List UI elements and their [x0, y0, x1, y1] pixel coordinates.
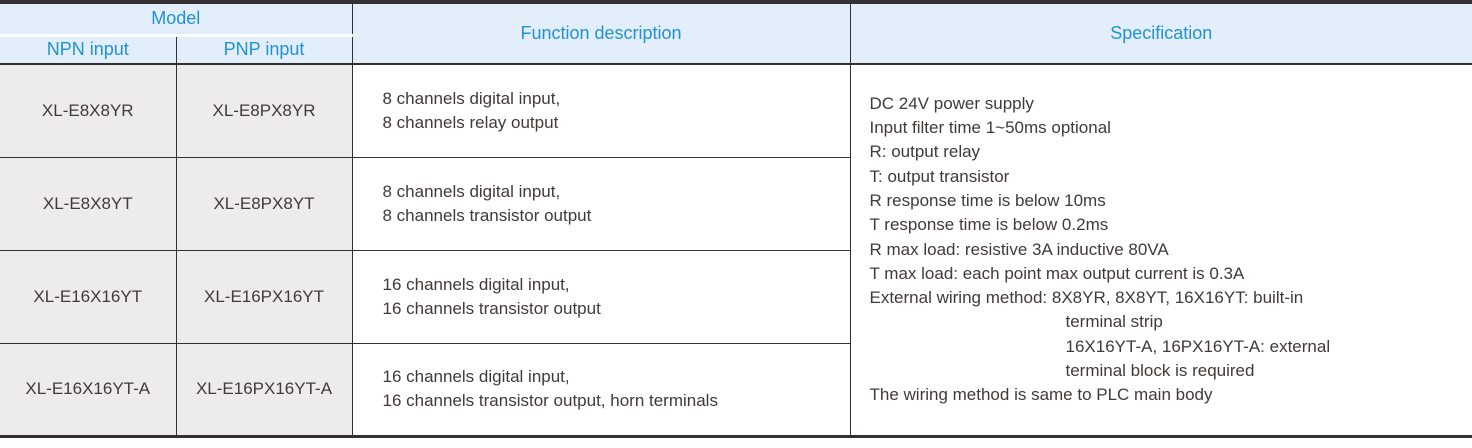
column-header-model: Model — [0, 2, 352, 37]
table-row: XL-E16X16YT-A XL-E16PX16YT-A 16 channels… — [0, 342, 1472, 436]
spec-line: T response time is below 0.2ms — [869, 215, 1109, 235]
product-spec-table: Model Function description Specification… — [0, 0, 1472, 438]
spec-line: R response time is below 10ms — [869, 191, 1106, 210]
model-npn-cell: XL-E16X16YT — [0, 249, 176, 343]
spec-line: T: output transistor — [869, 166, 1010, 186]
model-pnp-cell: XL-E16PX16YT-A — [175, 342, 352, 436]
function-description-cell: 16 channels digital input, 16 channels t… — [351, 249, 850, 343]
column-header-function-description: Function description — [351, 2, 850, 65]
function-description-cell: 8 channels digital input, 8 channels rel… — [351, 63, 850, 157]
model-npn-cell: XL-E8X8YT — [0, 156, 176, 250]
spec-line: terminal strip — [1065, 312, 1163, 332]
spec-line: R max load: resistive 3A inductive 80VA — [869, 239, 1169, 259]
table-row: XL-E16X16YT XL-E16PX16YT 16 channels dig… — [0, 249, 1472, 343]
table-header: Model Function description Specification… — [0, 2, 1472, 65]
function-description-cell: 8 channels digital input, 8 channels tra… — [351, 156, 850, 250]
table-row: XL-E8X8YT XL-E8PX8YT 8 channels digital … — [0, 156, 1472, 250]
spec-line: R: output relay — [869, 142, 981, 162]
model-pnp-cell: XL-E8PX8YR — [175, 63, 352, 157]
column-header-npn-input: NPN input — [0, 35, 176, 65]
model-pnp-cell: XL-E8PX8YT — [175, 156, 352, 250]
spec-line: DC 24V power supply — [869, 93, 1034, 113]
model-npn-cell: XL-E16X16YT-A — [0, 342, 176, 436]
model-pnp-cell: XL-E16PX16YT — [175, 249, 352, 343]
column-header-specification: Specification — [849, 2, 1472, 65]
spec-line: External wiring method: 8X8YR, 8X8YT, 16… — [869, 288, 1304, 308]
spec-line: Input filter time 1~50ms optional — [869, 118, 1111, 138]
model-npn-cell: XL-E8X8YR — [0, 63, 176, 157]
spec-line: 16X16YT-A, 16PX16YT-A: external — [1065, 336, 1331, 356]
column-header-pnp-input: PNP input — [175, 35, 352, 65]
function-description-cell: 16 channels digital input, 16 channels t… — [351, 342, 850, 436]
spec-line: terminal block is required — [1065, 361, 1255, 381]
spec-line: T max load: each point max output curren… — [869, 263, 1245, 283]
table-row: XL-E8X8YR XL-E8PX8YR 8 channels digital … — [0, 63, 1472, 436]
spec-line: The wiring method is same to PLC main bo… — [869, 385, 1213, 405]
table-body: XL-E8X8YR XL-E8PX8YR 8 channels digital … — [0, 63, 1472, 436]
